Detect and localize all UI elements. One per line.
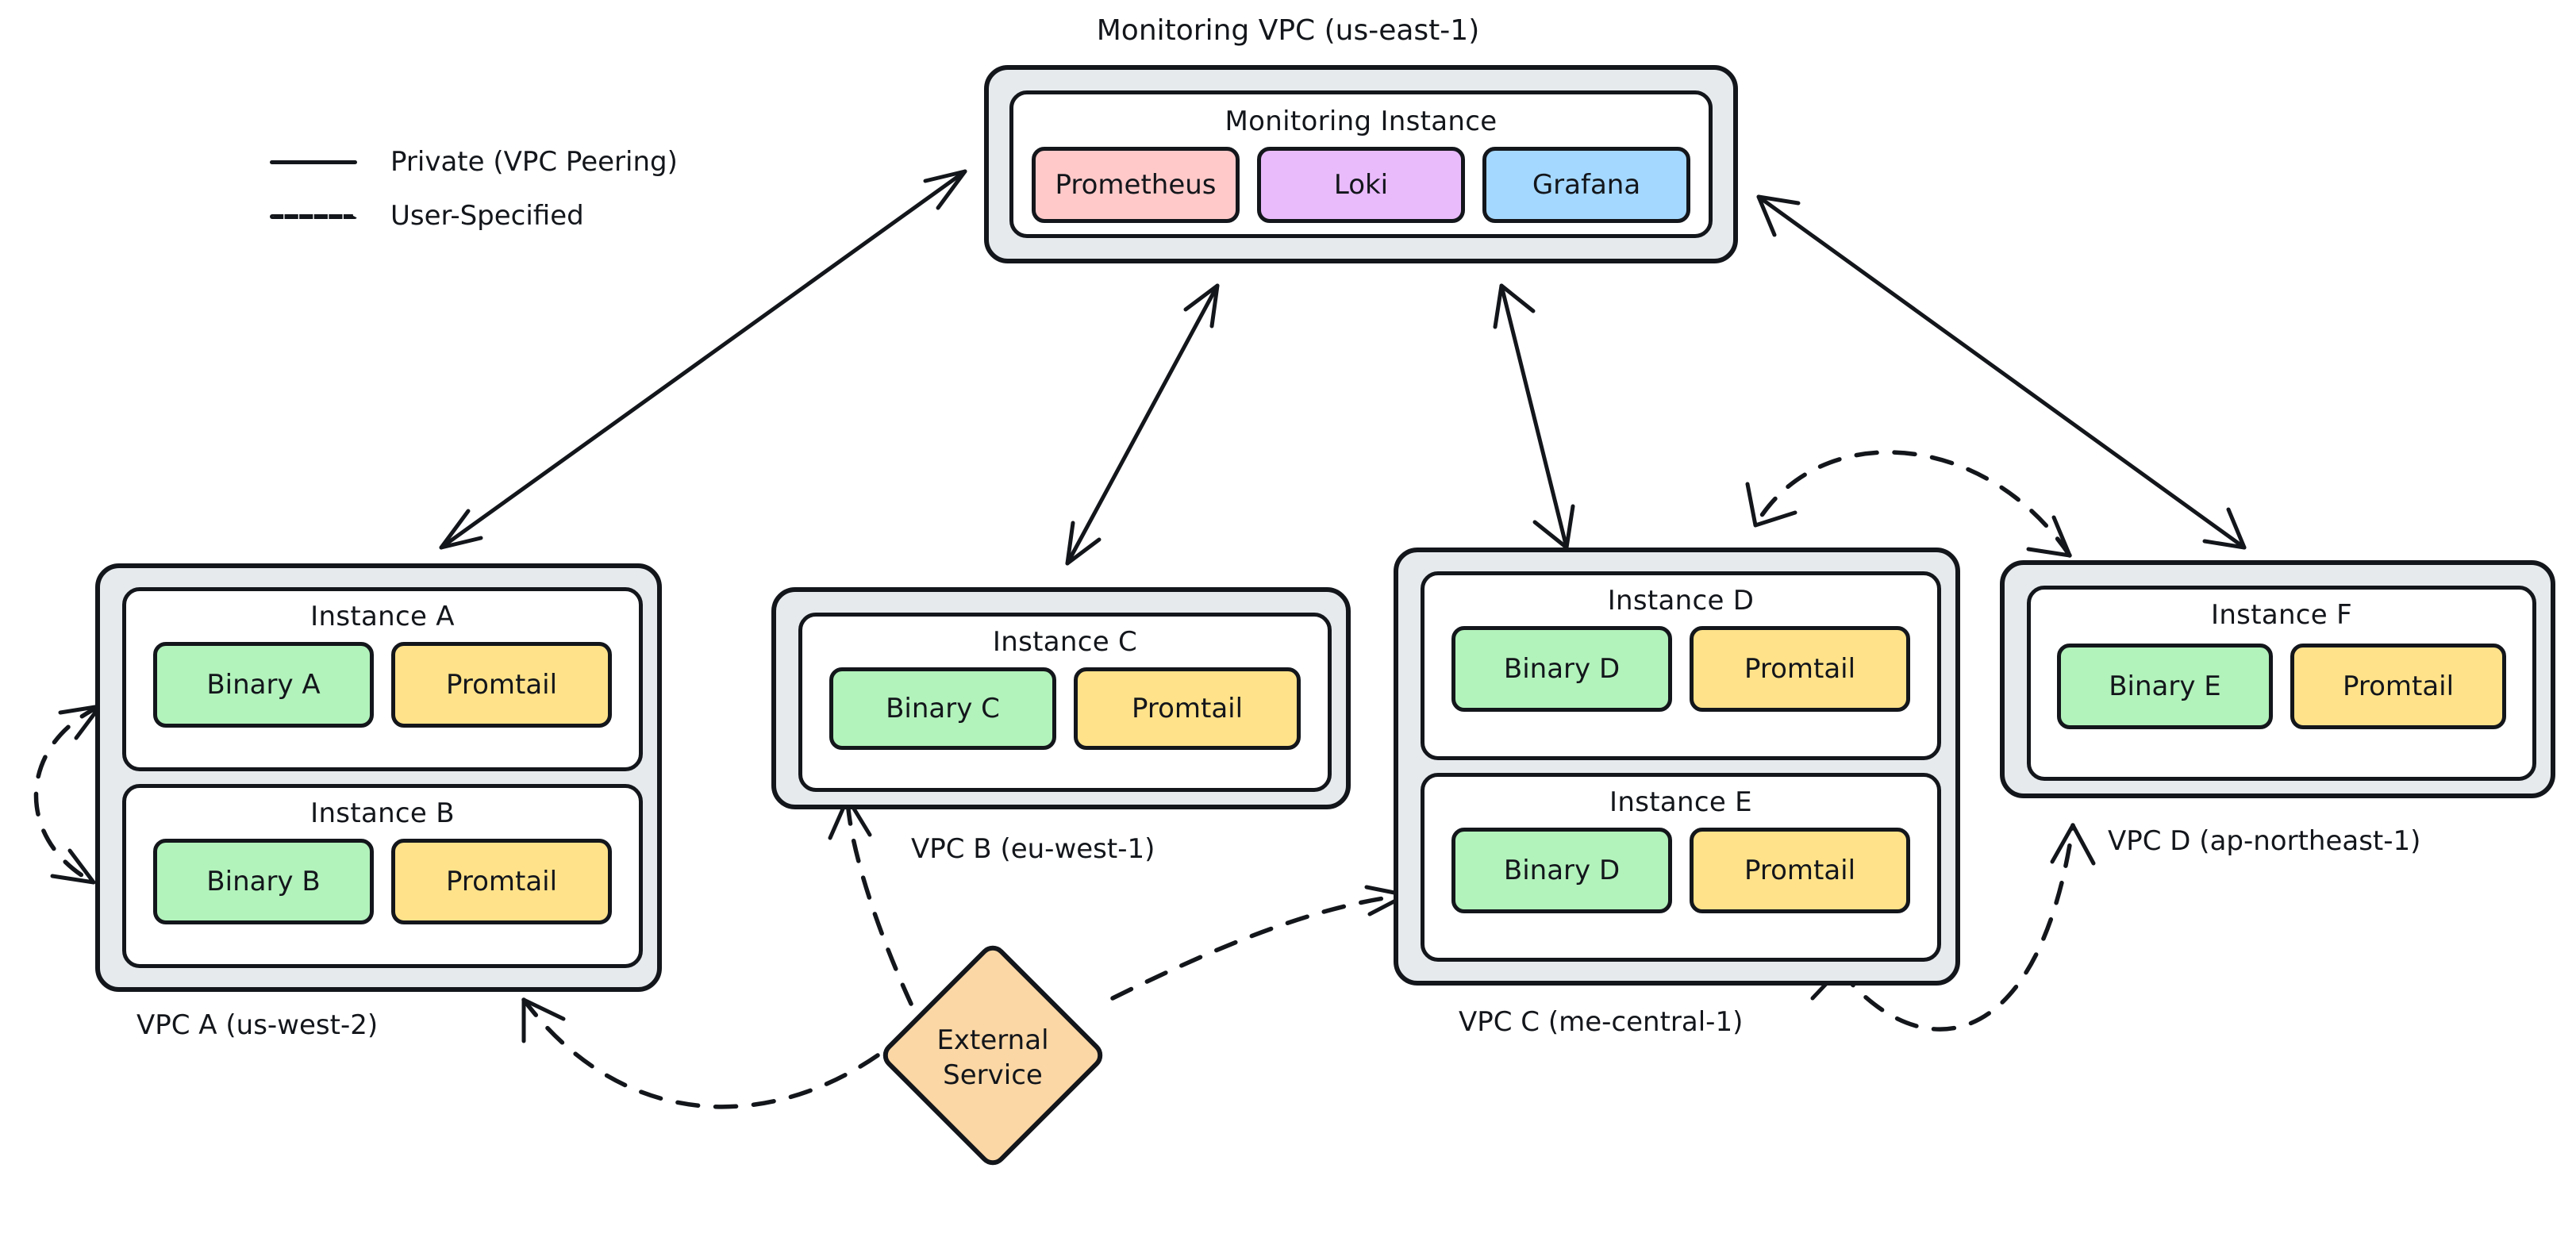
- dashed-line-icon: [270, 207, 357, 225]
- legend-label-user-specified: User-Specified: [390, 200, 584, 232]
- vpc-a[interactable]: Instance A Binary A Promtail Instance B …: [95, 563, 662, 992]
- edge-external-service-vpc-c: [1110, 885, 1409, 1001]
- instance-monitoring[interactable]: Monitoring Instance Prometheus Loki Graf…: [1009, 90, 1713, 238]
- service-binary-a[interactable]: Binary A: [153, 642, 374, 728]
- edge-monitoring-vpc-d: [1756, 194, 2247, 550]
- edge-external-service-vpc-a: [521, 997, 880, 1109]
- vpc-c[interactable]: Instance D Binary D Promtail Instance E …: [1394, 548, 1960, 986]
- instance-monitoring-title: Monitoring Instance: [1225, 106, 1498, 137]
- instance-f-title: Instance F: [2211, 599, 2352, 631]
- service-promtail-a[interactable]: Promtail: [391, 642, 612, 728]
- vpc-a-caption: VPC A (us-west-2): [136, 1009, 379, 1041]
- vpc-b-caption: VPC B (eu-west-1): [911, 833, 1155, 865]
- external-service-label-line2: Service: [943, 1059, 1043, 1091]
- instance-f[interactable]: Instance F Binary E Promtail: [2027, 586, 2536, 781]
- vpc-d[interactable]: Instance F Binary E Promtail: [2000, 560, 2555, 798]
- legend: Private (VPC Peering) User-Specified: [270, 141, 678, 249]
- external-service-node[interactable]: External Service: [877, 940, 1109, 1171]
- vpc-d-caption: VPC D (ap-northeast-1): [2108, 825, 2421, 857]
- instance-b-title: Instance B: [310, 797, 455, 829]
- vpc-monitoring[interactable]: Monitoring Instance Prometheus Loki Graf…: [984, 65, 1738, 263]
- external-service-label-line1: External: [936, 1024, 1049, 1056]
- instance-d[interactable]: Instance D Binary D Promtail: [1421, 571, 1941, 760]
- service-prometheus[interactable]: Prometheus: [1032, 147, 1240, 223]
- legend-item-private: Private (VPC Peering): [270, 141, 678, 183]
- legend-label-private: Private (VPC Peering): [390, 146, 678, 178]
- solid-line-icon: [270, 153, 357, 171]
- vpc-c-caption: VPC C (me-central-1): [1459, 1006, 1744, 1038]
- instance-a-title: Instance A: [310, 601, 455, 632]
- legend-item-user-specified: User-Specified: [270, 195, 678, 236]
- instance-c-title: Instance C: [992, 626, 1138, 658]
- instance-e-title: Instance E: [1609, 786, 1752, 818]
- service-binary-d-2[interactable]: Binary D: [1451, 828, 1672, 913]
- service-promtail-b[interactable]: Promtail: [391, 839, 612, 924]
- service-promtail-c[interactable]: Promtail: [1074, 667, 1301, 750]
- service-promtail-f[interactable]: Promtail: [2290, 644, 2506, 729]
- edge-monitoring-vpc-c: [1493, 283, 1575, 550]
- edge-instance-a-instance-b: [33, 704, 102, 885]
- instance-e[interactable]: Instance E Binary D Promtail: [1421, 773, 1941, 962]
- edge-vpc-d-instance-d: [1745, 450, 2072, 558]
- instance-c[interactable]: Instance C Binary C Promtail: [798, 613, 1332, 792]
- service-binary-b[interactable]: Binary B: [153, 839, 374, 924]
- service-promtail-e[interactable]: Promtail: [1690, 828, 1910, 913]
- service-loki[interactable]: Loki: [1257, 147, 1465, 223]
- service-binary-c[interactable]: Binary C: [829, 667, 1056, 750]
- instance-b[interactable]: Instance B Binary B Promtail: [122, 784, 643, 968]
- external-service-label: External Service: [878, 1023, 1108, 1093]
- vpc-b[interactable]: Instance C Binary C Promtail: [771, 587, 1351, 809]
- service-promtail-d[interactable]: Promtail: [1690, 626, 1910, 712]
- instance-a[interactable]: Instance A Binary A Promtail: [122, 587, 643, 771]
- service-binary-d[interactable]: Binary D: [1451, 626, 1672, 712]
- monitoring-vpc-caption: Monitoring VPC (us-east-1): [1096, 14, 1480, 47]
- service-grafana[interactable]: Grafana: [1482, 147, 1690, 223]
- instance-d-title: Instance D: [1607, 585, 1755, 617]
- service-binary-e[interactable]: Binary E: [2057, 644, 2273, 729]
- edge-monitoring-vpc-b: [1065, 283, 1220, 566]
